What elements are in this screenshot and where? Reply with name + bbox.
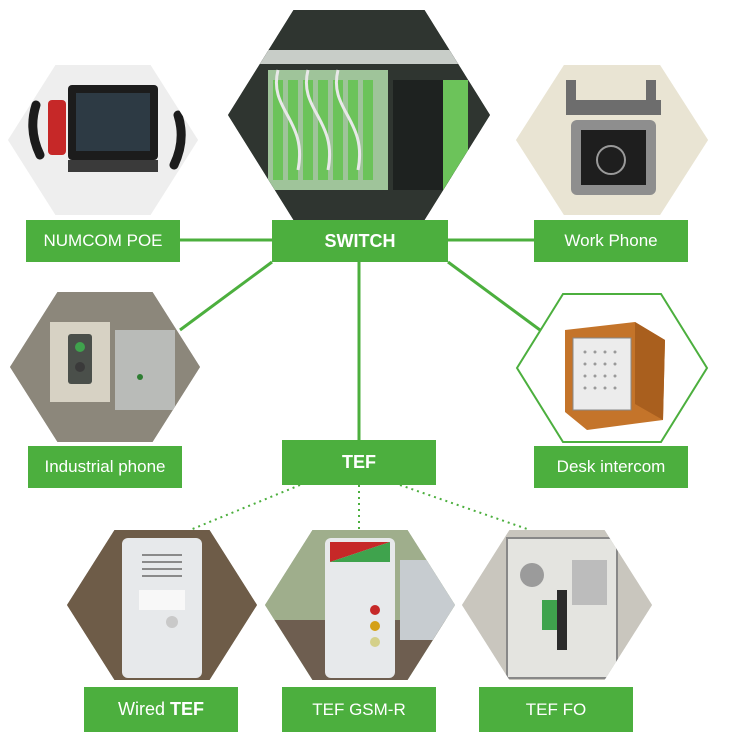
industrial-phone-label: Industrial phone	[28, 446, 182, 488]
wired-tef-label: Wired TEF	[84, 687, 238, 732]
work-phone-image	[516, 65, 708, 215]
work-phone-label: Work Phone	[534, 220, 688, 262]
tef-gsmr-label-text: TEF GSM-R	[312, 699, 406, 719]
industrial-phone-label-text: Industrial phone	[44, 457, 166, 476]
tef-label: TEF	[282, 440, 436, 485]
switch-label: SWITCH	[272, 220, 448, 262]
edge-switch-industrial	[179, 260, 273, 332]
edge-tef-fo	[399, 484, 531, 531]
wired-tef-label-suffix: TEF	[170, 699, 204, 719]
desk-intercom-label-text: Desk intercom	[556, 457, 666, 476]
numcom-illustration	[8, 65, 198, 215]
industrial-phone-image	[10, 292, 200, 442]
tef-fo-label: TEF FO	[479, 687, 633, 732]
wired-tef-label-prefix: Wired	[117, 699, 170, 719]
edge-switch-desk	[447, 260, 541, 332]
desk-intercom-label: Desk intercom	[534, 446, 688, 488]
numcom-label-text: NUMCOM POE	[43, 231, 163, 250]
edge-tef-wired	[189, 484, 301, 531]
industrial-phone-illustration	[10, 292, 200, 442]
switch-label-text: SWITCH	[324, 230, 396, 251]
tef-label-text: TEF	[342, 452, 376, 472]
tef-gsmr-label: TEF GSM-R	[282, 687, 436, 732]
work-phone-illustration	[516, 65, 708, 215]
work-phone-label-text: Work Phone	[564, 231, 658, 250]
numcom-terminal-image	[8, 65, 198, 215]
desk-intercom-image	[515, 292, 709, 444]
tef-fo-label-text: TEF FO	[525, 699, 587, 719]
numcom-label: NUMCOM POE	[26, 220, 180, 262]
desk-intercom-illustration	[515, 293, 709, 443]
